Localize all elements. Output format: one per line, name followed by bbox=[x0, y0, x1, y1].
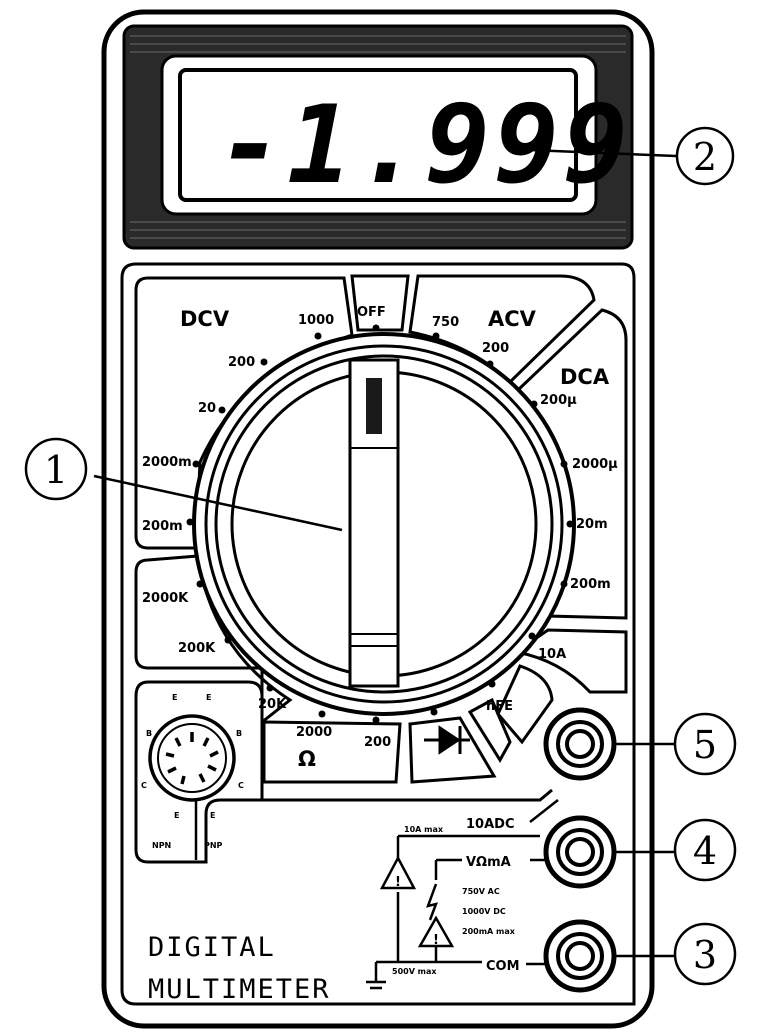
brand-line-1: DIGITAL bbox=[148, 932, 276, 963]
callout-1-number: 1 bbox=[44, 448, 68, 492]
transistor-socket bbox=[148, 714, 236, 802]
dca-200m: 200m bbox=[570, 577, 611, 592]
brand-line-2: MULTIMETER bbox=[148, 974, 331, 1005]
callout-3-number: 3 bbox=[693, 933, 717, 977]
pin-b-right: B bbox=[236, 729, 242, 738]
svg-text:!: ! bbox=[433, 933, 439, 948]
transistor-panel bbox=[134, 680, 264, 864]
callout-1-circle bbox=[24, 437, 88, 501]
acv-label: ACV bbox=[488, 307, 537, 331]
diode-icon bbox=[424, 725, 470, 755]
transistor-wall bbox=[262, 788, 553, 802]
ohm-200k: 200K bbox=[178, 641, 216, 656]
dca-2000u: 2000μ bbox=[572, 457, 618, 472]
pin-c-left: C bbox=[141, 781, 147, 790]
jack-com-label: COM bbox=[486, 959, 520, 974]
acv-200: 200 bbox=[482, 341, 509, 356]
callout-1-leader bbox=[93, 474, 343, 532]
pin-b-left: B bbox=[146, 729, 152, 738]
bezel-hatching bbox=[130, 35, 626, 239]
dcv-20: 20 bbox=[198, 401, 216, 416]
jack-vma-label: VΩmA bbox=[466, 855, 511, 870]
callout-4-circle bbox=[673, 818, 737, 882]
callout-2-leader bbox=[529, 148, 677, 158]
socket-pins bbox=[165, 732, 219, 785]
jack-10a-note: 10A max bbox=[404, 825, 444, 834]
pin-e-bottom-right: E bbox=[210, 811, 215, 820]
callout-5-number: 5 bbox=[693, 723, 717, 767]
dial-ring-2 bbox=[204, 344, 564, 704]
jack-10a[interactable] bbox=[543, 707, 617, 781]
callout-2-number: 2 bbox=[693, 135, 717, 179]
dial-ring-3 bbox=[214, 354, 554, 694]
range-hfe: hFE bbox=[486, 699, 513, 714]
jack-vma[interactable] bbox=[543, 815, 617, 889]
range-10a: 10A bbox=[538, 647, 566, 662]
jack-com[interactable] bbox=[543, 919, 617, 993]
ohm-200: 200 bbox=[364, 735, 391, 750]
dcv-200: 200 bbox=[228, 355, 255, 370]
jack-vma-note-1: 750V AC bbox=[462, 887, 500, 896]
svg-text:!: ! bbox=[395, 875, 401, 890]
lcd-reading: -1.999 bbox=[218, 83, 632, 208]
dca-20m: 20m bbox=[576, 517, 608, 532]
ohm-20k: 20K bbox=[258, 697, 287, 712]
dcv-200m: 200m bbox=[142, 519, 183, 534]
npn-label: NPN bbox=[152, 841, 171, 850]
dcv-2000m: 2000m bbox=[142, 455, 192, 470]
warning-icon-2: ! bbox=[417, 915, 455, 948]
pin-e-right: E bbox=[206, 693, 211, 702]
acv-750: 750 bbox=[432, 315, 459, 330]
pin-c-right: C bbox=[238, 781, 244, 790]
rotary-selector[interactable] bbox=[192, 332, 576, 716]
pin-e-bottom-left: E bbox=[174, 811, 179, 820]
ohm-symbol: Ω bbox=[298, 747, 316, 771]
dcv-1000: 1000 bbox=[298, 313, 334, 328]
dcv-label: DCV bbox=[180, 307, 230, 331]
dca-label: DCA bbox=[560, 365, 610, 389]
jack-10a-dash bbox=[529, 799, 559, 823]
off-label: OFF bbox=[357, 305, 386, 320]
callout-2-circle bbox=[675, 126, 735, 186]
warning-icon: ! bbox=[379, 855, 417, 890]
callout-5-circle bbox=[673, 712, 737, 776]
jack-10a-label: 10ADC bbox=[466, 817, 514, 832]
jack-com-note: 500V max bbox=[392, 967, 437, 976]
jack-vma-note-2: 1000V DC bbox=[462, 907, 506, 916]
pnp-label: PNP bbox=[204, 841, 223, 850]
ohm-2000k: 2000K bbox=[142, 591, 189, 606]
dca-200u: 200μ bbox=[540, 393, 577, 408]
callout-3-circle bbox=[673, 922, 737, 986]
range-dots bbox=[186, 324, 574, 724]
pin-e-left: E bbox=[172, 693, 177, 702]
dial-pointer bbox=[366, 378, 382, 434]
front-panel bbox=[120, 262, 636, 1006]
callout-4-number: 4 bbox=[693, 829, 717, 873]
ohm-2000: 2000 bbox=[296, 725, 332, 740]
lcd-inner bbox=[178, 68, 578, 202]
jack-vma-note-3: 200mA max bbox=[462, 927, 516, 936]
transistor-socket-inner bbox=[157, 723, 227, 793]
